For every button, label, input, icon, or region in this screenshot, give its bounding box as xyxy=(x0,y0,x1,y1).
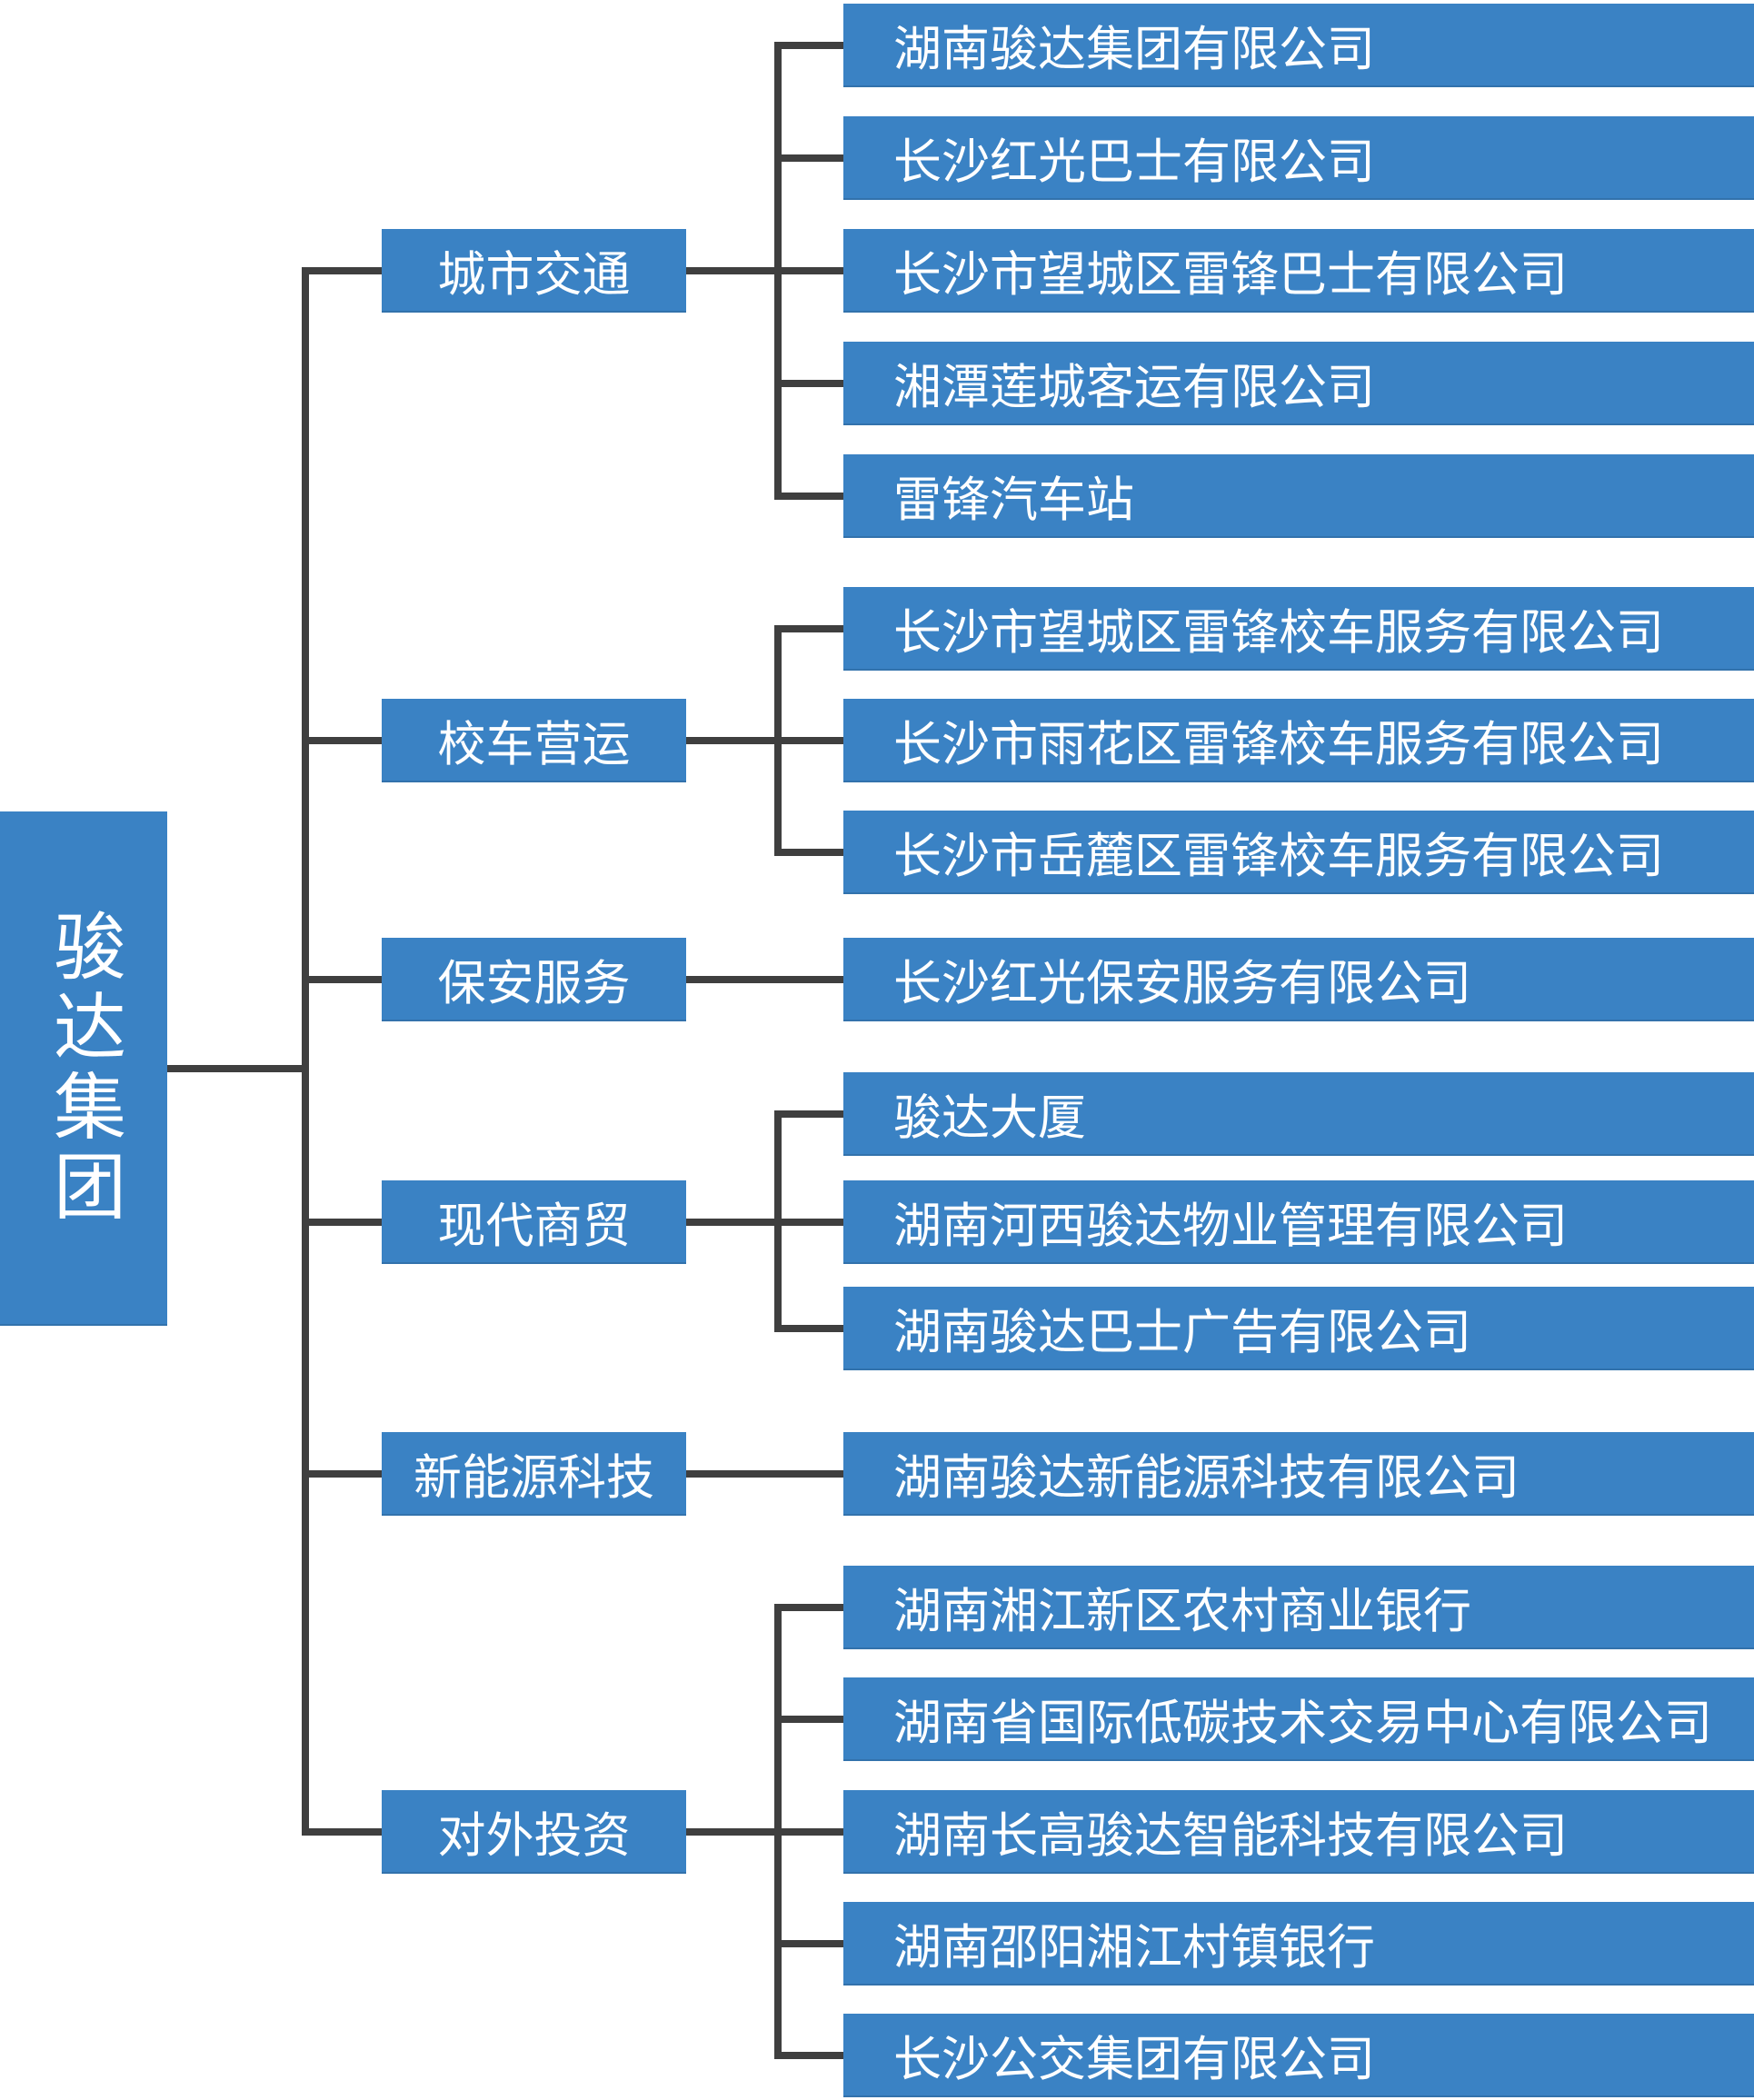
connector-leaf-stub xyxy=(774,2052,843,2059)
leaf-label: 湖南骏达集团有限公司 xyxy=(893,23,1375,76)
connector-branch-to-leaf xyxy=(686,976,843,983)
leaf-label: 湖南湘江新区农村商业银行 xyxy=(893,1585,1471,1638)
connector-branch-to-spine xyxy=(686,1219,782,1226)
connector-leaf-stub xyxy=(774,267,843,274)
connector-leaf-stub xyxy=(774,380,843,387)
connector-branch-to-spine xyxy=(686,267,782,274)
leaf-node: 湖南骏达巴士广告有限公司 xyxy=(843,1287,1754,1370)
leaf-label: 长沙红光保安服务有限公司 xyxy=(893,957,1471,1010)
connector-leaf-stub xyxy=(774,1716,843,1723)
branch-label: 新能源科技 xyxy=(414,1451,654,1505)
leaf-node: 长沙公交集团有限公司 xyxy=(843,2014,1754,2097)
connector-leaf-stub xyxy=(774,154,843,162)
branch-node-urban-transport: 城市交通 xyxy=(382,229,686,313)
connector-leaf-stub xyxy=(774,1604,843,1611)
leaf-node: 长沙市岳麓区雷锋校车服务有限公司 xyxy=(843,811,1754,894)
root-node: 骏达集团 xyxy=(0,811,167,1326)
leaf-label: 湖南骏达新能源科技有限公司 xyxy=(893,1451,1520,1505)
branch-label: 保安服务 xyxy=(437,957,631,1010)
leaf-node: 长沙市雨花区雷锋校车服务有限公司 xyxy=(843,699,1754,782)
leaf-node: 长沙市望城区雷锋巴士有限公司 xyxy=(843,229,1754,313)
leaf-label: 湖南长高骏达智能科技有限公司 xyxy=(893,1809,1568,1863)
leaf-label: 长沙公交集团有限公司 xyxy=(893,2033,1375,2086)
connector-branch-to-leaf xyxy=(686,1470,843,1478)
leaf-label: 湖南邵阳湘江村镇银行 xyxy=(893,1921,1375,1975)
connector-root-stub xyxy=(167,1065,309,1072)
connector-leaf-stub xyxy=(774,1219,843,1226)
leaf-label: 长沙市望城区雷锋校车服务有限公司 xyxy=(893,606,1664,660)
connector-leaf-stub xyxy=(774,1325,843,1332)
connector-leaf-stub xyxy=(774,1828,843,1836)
leaf-label: 湖南省国际低碳技术交易中心有限公司 xyxy=(893,1697,1712,1750)
leaf-node: 长沙市望城区雷锋校车服务有限公司 xyxy=(843,587,1754,671)
leaf-node: 长沙红光巴士有限公司 xyxy=(843,116,1754,200)
leaf-label: 雷锋汽车站 xyxy=(893,473,1134,527)
root-node-label: 骏达集团 xyxy=(44,909,125,1229)
connector-branch-stub xyxy=(302,737,382,744)
leaf-label: 湘潭莲城客运有限公司 xyxy=(893,361,1375,414)
connector-branch-to-spine xyxy=(686,737,782,744)
leaf-node: 湖南邵阳湘江村镇银行 xyxy=(843,1902,1754,1986)
branch-node-school-bus: 校车营运 xyxy=(382,699,686,782)
branch-label: 校车营运 xyxy=(437,718,631,771)
connector-branch-stub xyxy=(302,1219,382,1226)
leaf-node: 湖南湘江新区农村商业银行 xyxy=(843,1566,1754,1649)
branch-node-security-service: 保安服务 xyxy=(382,938,686,1021)
branch-label: 现代商贸 xyxy=(437,1199,631,1253)
leaf-node: 湖南骏达集团有限公司 xyxy=(843,4,1754,87)
leaf-node: 雷锋汽车站 xyxy=(843,454,1754,538)
connector-leaf-stub xyxy=(774,493,843,500)
leaf-label: 长沙市岳麓区雷锋校车服务有限公司 xyxy=(893,830,1664,883)
leaf-node: 湖南长高骏达智能科技有限公司 xyxy=(843,1790,1754,1874)
branch-label: 对外投资 xyxy=(437,1809,631,1863)
leaf-node: 湘潭莲城客运有限公司 xyxy=(843,342,1754,425)
connector-branch-stub xyxy=(302,1828,382,1836)
leaf-label: 湖南河西骏达物业管理有限公司 xyxy=(893,1199,1568,1253)
leaf-label: 长沙市望城区雷锋巴士有限公司 xyxy=(893,248,1568,302)
branch-label: 城市交通 xyxy=(437,248,631,302)
leaf-node: 湖南河西骏达物业管理有限公司 xyxy=(843,1180,1754,1264)
leaf-node: 骏达大厦 xyxy=(843,1072,1754,1156)
connector-branch-stub xyxy=(302,1470,382,1478)
leaf-label: 湖南骏达巴士广告有限公司 xyxy=(893,1306,1471,1359)
connector-branch-to-spine xyxy=(686,1828,782,1836)
leaf-label: 长沙市雨花区雷锋校车服务有限公司 xyxy=(893,718,1664,771)
connector-leaf-stub xyxy=(774,1940,843,1947)
connector-leaf-stub xyxy=(774,1110,843,1118)
leaf-node: 湖南省国际低碳技术交易中心有限公司 xyxy=(843,1677,1754,1761)
connector-leaf-stub xyxy=(774,849,843,856)
branch-node-modern-commerce: 现代商贸 xyxy=(382,1180,686,1264)
connector-branch-stub xyxy=(302,267,382,274)
connector-branch-stub xyxy=(302,976,382,983)
leaf-node: 长沙红光保安服务有限公司 xyxy=(843,938,1754,1021)
leaf-node: 湖南骏达新能源科技有限公司 xyxy=(843,1432,1754,1516)
connector-leaf-stub xyxy=(774,42,843,49)
branch-node-external-investment: 对外投资 xyxy=(382,1790,686,1874)
leaf-label: 长沙红光巴士有限公司 xyxy=(893,135,1375,189)
connector-leaf-stub xyxy=(774,625,843,632)
leaf-label: 骏达大厦 xyxy=(893,1091,1086,1145)
connector-leaf-stub xyxy=(774,737,843,744)
connector-trunk xyxy=(302,267,309,1836)
branch-node-new-energy: 新能源科技 xyxy=(382,1432,686,1516)
